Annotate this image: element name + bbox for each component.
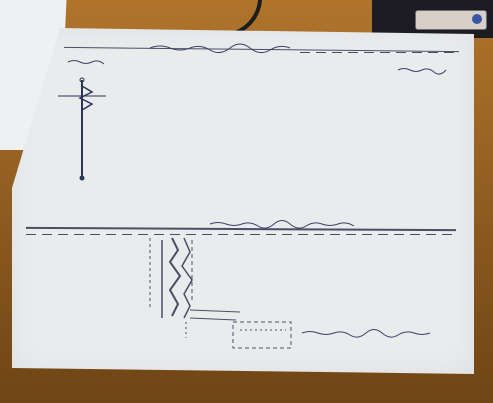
- top-rule-dash: [300, 52, 460, 53]
- middle-rule-dash: [26, 234, 456, 235]
- dark-object: [372, 0, 493, 38]
- sticker-dot: [472, 14, 482, 24]
- notebook-page: [12, 28, 474, 374]
- sticker-icon: [415, 10, 487, 30]
